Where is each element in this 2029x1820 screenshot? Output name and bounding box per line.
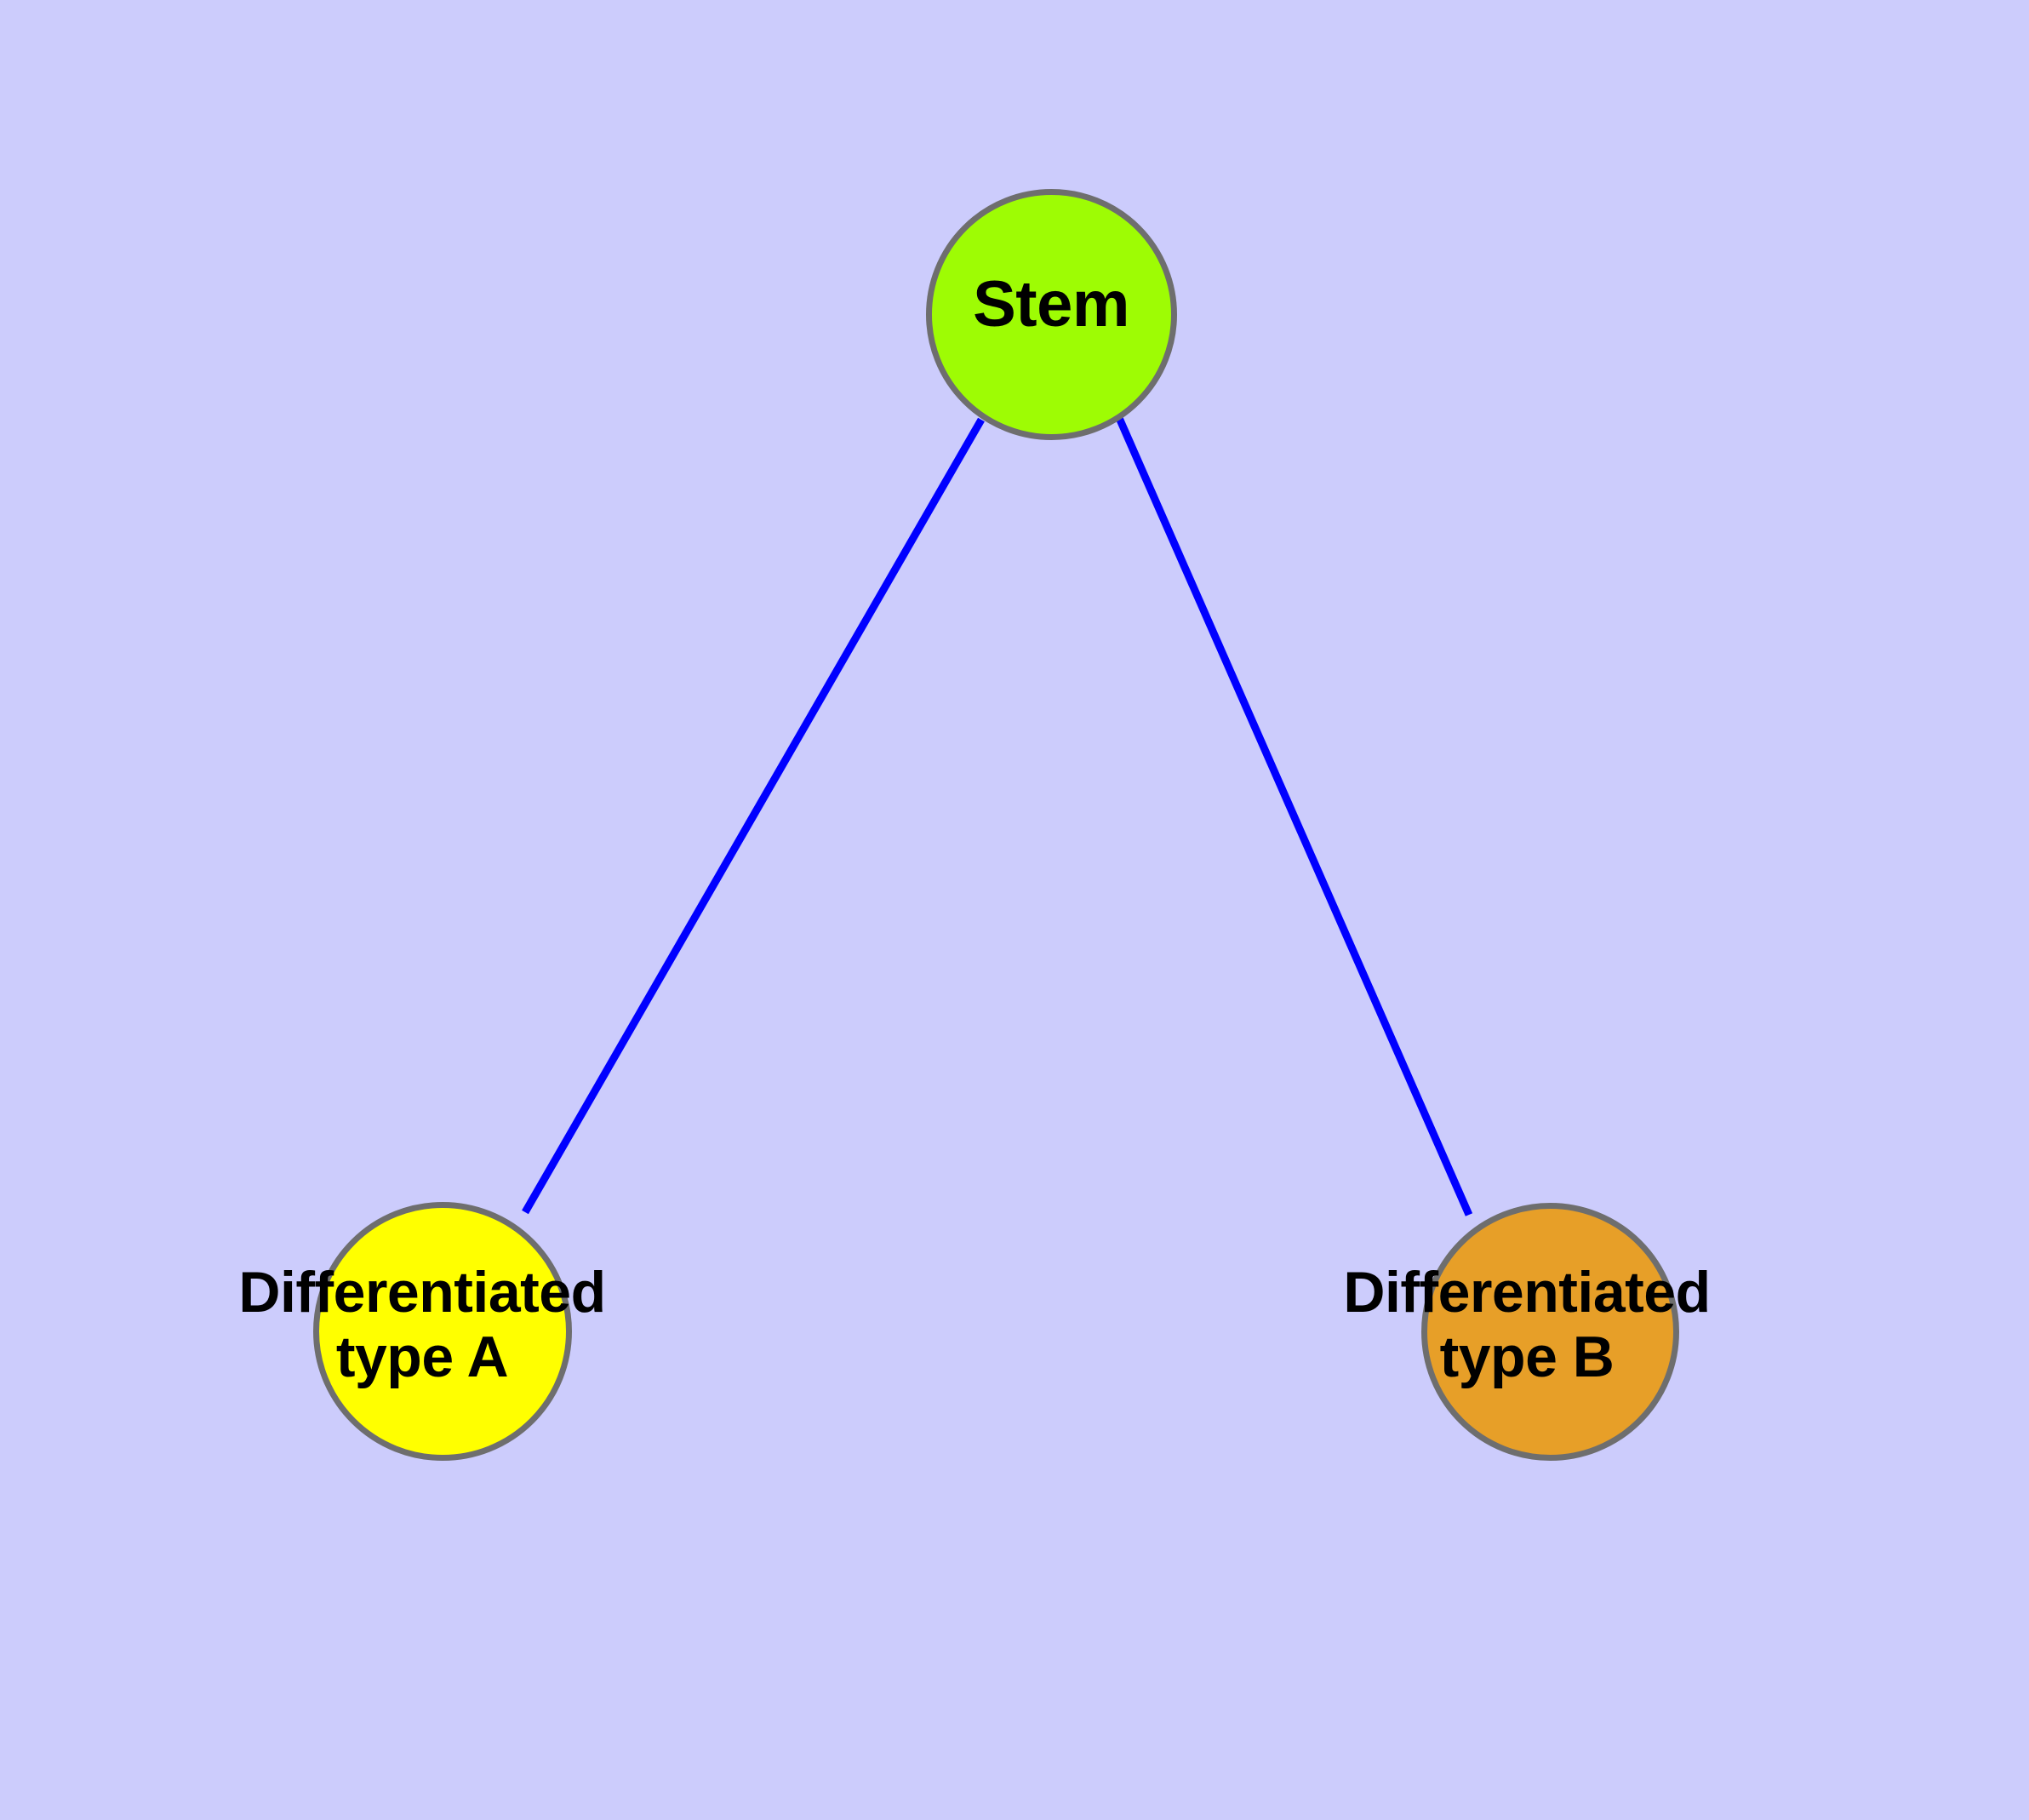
edge-stem-to-differentiated-type-b[interactable] [1115, 416, 1473, 1216]
edge-stem-to-differentiated-type-a[interactable] [522, 417, 985, 1215]
node-differentiated-type-a[interactable] [313, 1202, 572, 1461]
node-stem[interactable] [926, 189, 1177, 440]
node-differentiated-type-b[interactable] [1421, 1203, 1679, 1461]
